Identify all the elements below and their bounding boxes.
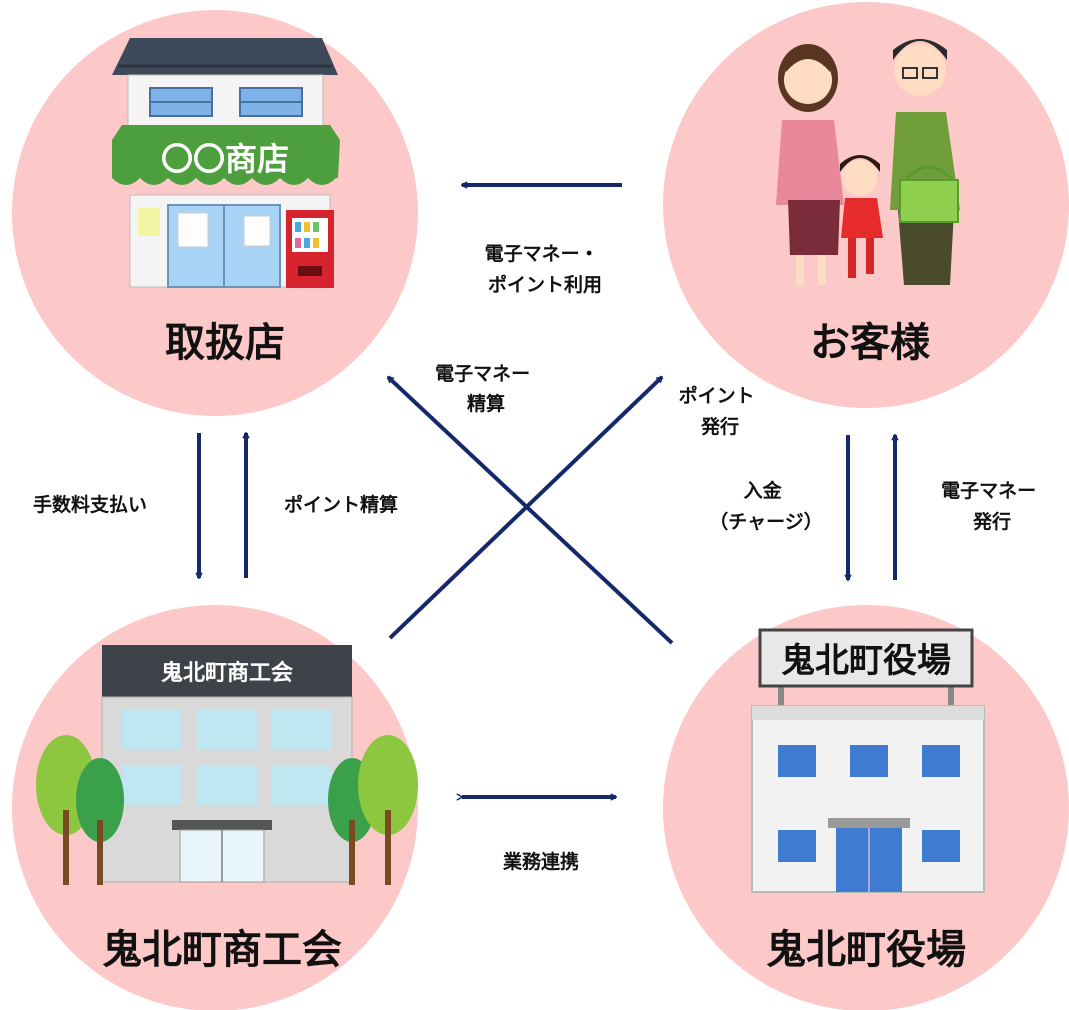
chamber-sign: 鬼北町商工会 — [161, 660, 293, 686]
edge-label-customer-to-shop: 電子マネー・ ポイント利用 — [485, 243, 606, 296]
edge-label-office-to-shop: 電子マネー 精算 — [435, 363, 537, 415]
chamber-building-icon: 鬼北町商工会 — [36, 645, 418, 885]
chamber-label: 鬼北町商工会 — [102, 927, 342, 973]
family-icon — [776, 39, 960, 285]
arrow-chamber-to-customer — [388, 375, 664, 640]
town-office-sign: 鬼北町役場 — [781, 641, 951, 681]
customer-label: お客様 — [810, 320, 931, 366]
node-chamber: 鬼北町商工会 鬼北町商工会 — [12, 605, 418, 1010]
edge-label-chamber-to-customer: ポイント 発行 — [679, 384, 762, 438]
town-office-label: 鬼北町役場 — [766, 927, 966, 973]
edge-label-chamber-to-shop: ポイント精算 — [284, 493, 398, 516]
node-shop: 〇〇商店 取扱店 — [12, 10, 418, 416]
arrow-office-to-shop — [386, 375, 674, 645]
node-town-office: 鬼北町役場 鬼北町役場 — [663, 605, 1069, 1010]
edge-label-office-to-customer: 電子マネー 発行 — [941, 480, 1043, 533]
edge-label-chamber-office: 業務連携 — [502, 850, 579, 873]
shop-label: 取扱店 — [165, 320, 285, 366]
shop-sign: 〇〇商店 — [161, 140, 289, 178]
shop-building-icon: 〇〇商店 — [112, 38, 340, 288]
edge-label-shop-to-chamber: 手数料支払い — [33, 493, 147, 516]
node-customer: お客様 — [663, 2, 1069, 408]
edge-label-customer-to-office: 入金 （チャージ） — [709, 479, 822, 533]
town-office-building-icon: 鬼北町役場 — [751, 628, 985, 893]
